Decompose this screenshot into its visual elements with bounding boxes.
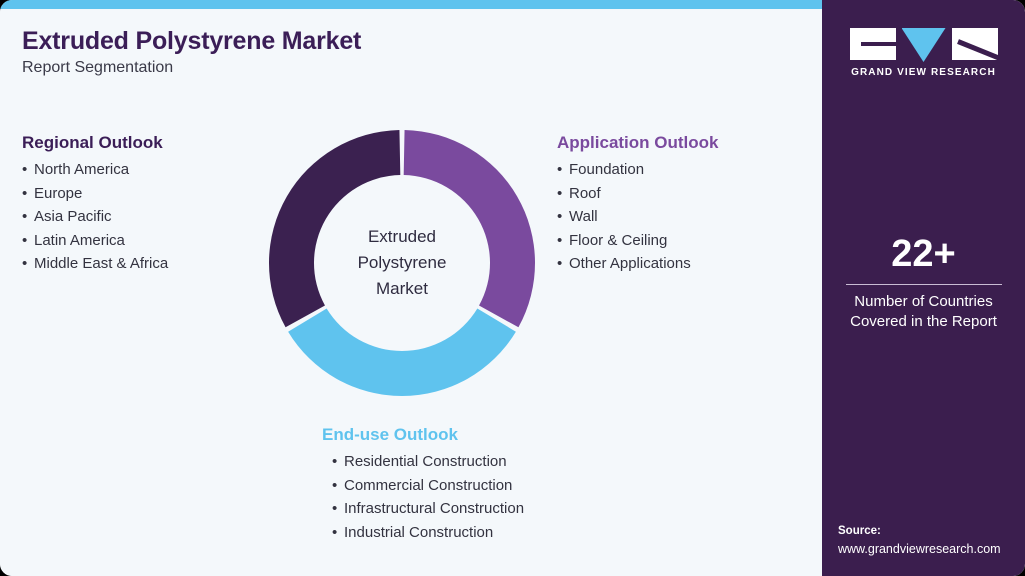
gvr-v-mark-icon: [901, 28, 946, 62]
donut-slices: [268, 130, 535, 396]
bullet-icon: •: [332, 500, 338, 518]
donut-segment: [268, 130, 401, 328]
list-item: • Residential Construction: [332, 450, 524, 474]
application-outlook-heading: Application Outlook: [557, 133, 719, 152]
list-item-label: Infrastructural Construction: [344, 500, 525, 518]
gvr-g-mark-icon: [849, 28, 896, 60]
content-canvas: [0, 9, 822, 576]
list-item: • Infrastructural Construction: [332, 497, 524, 521]
bullet-icon: •: [22, 231, 28, 249]
list-item: • Foundation: [557, 158, 719, 182]
bullet-icon: •: [22, 255, 28, 273]
source-label: Source:: [838, 525, 881, 537]
bullet-icon: •: [332, 523, 338, 541]
enduse-outlook-block: End-use Outlook • Residential Constructio…: [322, 424, 524, 544]
application-outlook-block: Application Outlook • Foundation • Roof • W…: [557, 132, 719, 276]
list-item-label: Asia Pacific: [34, 208, 112, 226]
bullet-icon: •: [557, 255, 563, 273]
countries-stat-value: 22+: [891, 233, 956, 275]
list-item: • North America: [22, 158, 168, 182]
top-accent-bar: [0, 0, 822, 9]
list-item: • Asia Pacific: [22, 205, 168, 229]
segmentation-donut-chart: Extruded Polystyrene Market: [267, 128, 537, 398]
list-item-label: Wall: [569, 208, 598, 226]
list-item-label: Commercial Construction: [344, 476, 513, 494]
page-subtitle: Report Segmentation: [22, 59, 174, 76]
countries-stat: 22+ Number of Countries Covered in the R…: [822, 232, 1025, 332]
list-item-label: Europe: [34, 184, 83, 202]
list-item: • Europe: [22, 182, 168, 206]
list-item: • Wall: [557, 205, 719, 229]
list-item: • Roof: [557, 182, 719, 206]
regional-outlook-block: Regional Outlook • North America • Europe …: [22, 132, 168, 276]
bullet-icon: •: [332, 476, 338, 494]
list-item-label: Industrial Construction: [344, 523, 494, 541]
source-block: Source: www.grandviewresearch.com: [838, 523, 1001, 558]
logo-marks: [849, 28, 998, 62]
regional-outlook-heading: Regional Outlook: [22, 133, 163, 152]
list-item-label: North America: [34, 161, 130, 178]
list-item: • Commercial Construction: [332, 474, 524, 498]
list-item: • Latin America: [22, 229, 168, 253]
application-outlook-list: • Foundation • Roof • Wall • Floor & Ceiling…: [557, 158, 719, 276]
stat-divider: [845, 284, 1002, 285]
regional-outlook-list: • North America • Europe • Asia Pacific • La…: [22, 158, 168, 276]
countries-stat-label-line2: Covered in the Report: [850, 313, 997, 330]
list-item-label: Residential Construction: [344, 453, 507, 470]
bullet-icon: •: [557, 184, 563, 202]
list-item: • Other Applications: [557, 252, 719, 276]
bullet-icon: •: [557, 161, 563, 178]
side-panel: GRAND VIEW RESEARCH 22+ Number of Countr…: [822, 0, 1025, 576]
list-item-label: Other Applications: [569, 255, 691, 273]
countries-stat-label-line1: Number of Countries: [854, 293, 993, 310]
bullet-icon: •: [22, 208, 28, 226]
list-item-label: Middle East & Africa: [34, 255, 169, 273]
list-item-label: Foundation: [569, 161, 645, 178]
donut-segment: [288, 308, 516, 396]
bullet-icon: •: [22, 161, 28, 178]
page-title: Extruded Polystyrene Market: [22, 27, 362, 55]
list-item: • Middle East & Africa: [22, 252, 168, 276]
gvr-r-mark-icon: [951, 28, 998, 60]
list-item: • Floor & Ceiling: [557, 229, 719, 253]
list-item-label: Floor & Ceiling: [569, 231, 668, 249]
bullet-icon: •: [22, 184, 28, 202]
logo-wordmark: GRAND VIEW RESEARCH: [851, 67, 996, 78]
list-item-label: Roof: [569, 184, 601, 202]
list-item-label: Latin America: [34, 231, 125, 249]
bullet-icon: •: [332, 453, 338, 470]
bullet-icon: •: [557, 231, 563, 249]
list-item: • Industrial Construction: [332, 521, 524, 545]
donut-segment: [403, 130, 535, 328]
donut-svg: [268, 130, 535, 396]
enduse-outlook-heading: End-use Outlook: [322, 425, 458, 444]
grand-view-research-logo: GRAND VIEW RESEARCH: [849, 28, 998, 78]
source-url[interactable]: www.grandviewresearch.com: [838, 542, 1001, 556]
enduse-outlook-list: • Residential Construction • Commercial Co…: [322, 450, 524, 544]
bullet-icon: •: [557, 208, 563, 226]
